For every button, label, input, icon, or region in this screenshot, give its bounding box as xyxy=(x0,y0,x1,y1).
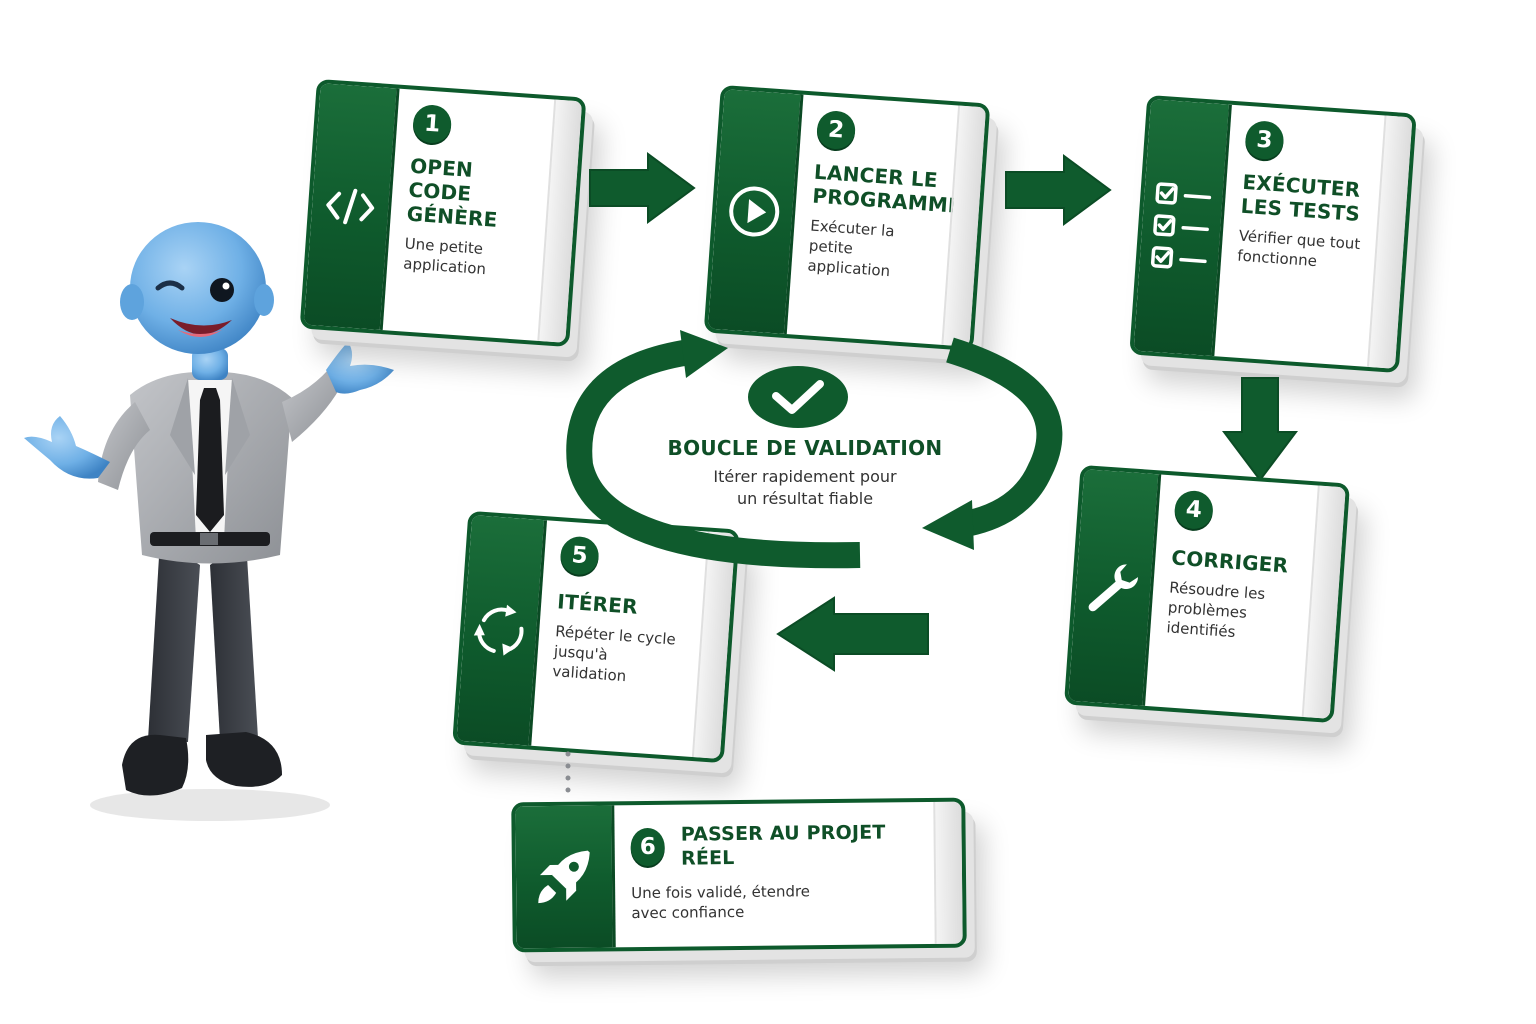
step-3-rail xyxy=(1133,99,1232,357)
step-2-number: 2 xyxy=(815,109,857,151)
loop-subtitle-line2: un résultat fiable xyxy=(736,489,874,508)
rocket-icon xyxy=(538,850,590,904)
arrow-4-to-5 xyxy=(776,596,929,672)
step-1-card: 1 OPEN CODE GÉNÈRE Une petite applicatio… xyxy=(299,78,587,348)
step-6-title: PASSER AU PROJET RÉEL xyxy=(680,821,886,870)
loop-subtitle-line1: Itérer rapidement pour xyxy=(713,467,897,486)
step-4-description: Résoudre les problèmes identifiés xyxy=(1165,578,1266,642)
step-1-description: Une petite application xyxy=(402,234,487,279)
checklist-icon xyxy=(1150,182,1212,269)
presenter-character xyxy=(24,222,394,821)
arrow-1-to-2 xyxy=(589,152,696,224)
step-4-rail xyxy=(1068,469,1162,706)
step-5-title: ITÉRER xyxy=(556,589,639,619)
step-5-card: 5 ITÉRER Répéter le cycle jusqu'à valida… xyxy=(452,510,740,764)
step-3-number: 3 xyxy=(1244,119,1285,161)
step-2-description: Exécuter la petite application xyxy=(806,216,896,281)
step-6-rail xyxy=(515,805,616,949)
step-5-description: Répéter le cycle jusqu'à validation xyxy=(551,622,677,686)
play-icon xyxy=(729,186,780,237)
cycle-icon xyxy=(473,604,524,656)
loop-title: BOUCLE DE VALIDATION xyxy=(667,436,943,460)
step-6-edge xyxy=(933,801,963,944)
step-1-rail xyxy=(303,83,400,331)
step-5-rail xyxy=(456,515,548,746)
dotted-connector xyxy=(565,751,571,793)
step-4-title: CORRIGER xyxy=(1170,545,1290,578)
validation-loop-arrows xyxy=(566,330,1063,569)
step-6-card: 6 PASSER AU PROJET RÉEL Une fois validé,… xyxy=(511,797,967,953)
wrench-icon xyxy=(1088,564,1139,612)
step-2-card: 2 LANCER LE PROGRAMME Exécuter la petite… xyxy=(703,84,991,352)
code-icon xyxy=(326,188,375,225)
step-4-card: 4 CORRIGER Résoudre les problèmes identi… xyxy=(1063,464,1351,724)
step-2-rail xyxy=(707,89,804,335)
step-2-title: LANCER LE PROGRAMME xyxy=(811,159,963,218)
step-1-number: 1 xyxy=(411,103,453,145)
step-1-title: OPEN CODE GÉNÈRE xyxy=(406,153,499,232)
step-6-number: 6 xyxy=(630,827,666,867)
step-3-description: Vérifier que tout fonctionne xyxy=(1236,226,1361,271)
validation-loop-label: BOUCLE DE VALIDATION Itérer rapidement p… xyxy=(640,436,970,510)
arrow-3-to-4 xyxy=(1222,377,1298,482)
step-6-description: Une fois validé, étendre avec confiance xyxy=(631,882,811,923)
step-3-title: EXÉCUTER LES TESTS xyxy=(1240,169,1362,226)
checkmark-icon xyxy=(748,366,848,428)
step-3-card: 3 EXÉCUTER LES TESTS Vérifier que tout f… xyxy=(1129,94,1417,374)
arrow-2-to-3 xyxy=(1005,154,1112,226)
step-4-number: 4 xyxy=(1173,489,1215,531)
